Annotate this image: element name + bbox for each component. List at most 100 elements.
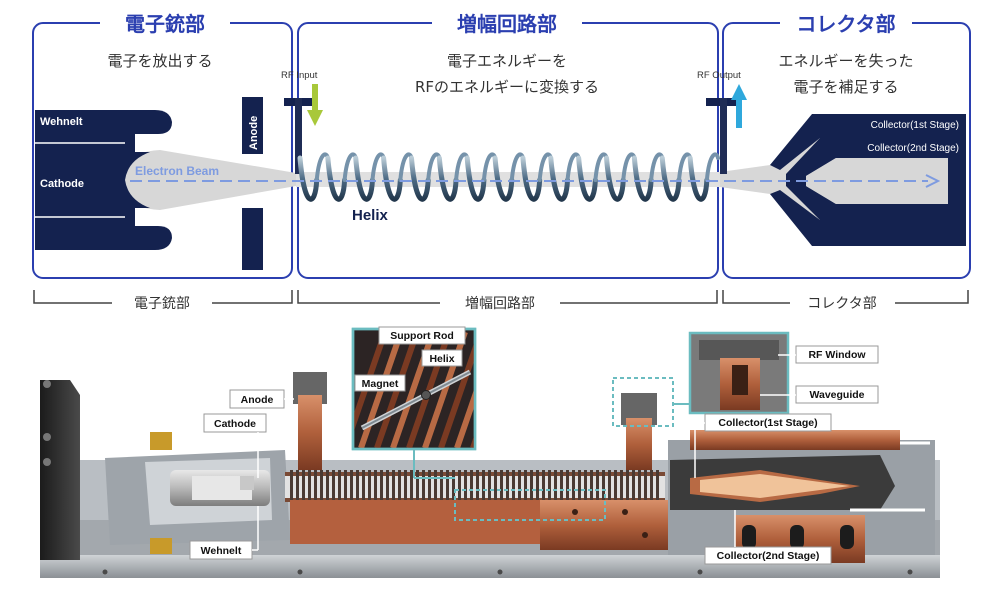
svg-text:Magnet: Magnet [362,378,399,390]
anode-upper [242,97,263,154]
magnet-rib [454,389,474,448]
rail-tick [524,470,527,500]
rail-tick [458,470,461,500]
rail-tick [650,470,653,500]
rf-output-coupler-post [720,98,727,174]
rf-input-coupler-post [295,98,302,174]
rail-tick [578,470,581,500]
helix-rail-ticks [290,470,659,500]
rail-tick [308,470,311,500]
rail-tick [440,470,443,500]
label-rf-input: RF Input [281,70,318,81]
rail-tick [584,470,587,500]
collector-section-title: コレクタ部 [796,12,895,36]
collector-1st-stage [770,114,966,170]
label-anode: Anode [248,116,260,150]
rail-tick [500,470,503,500]
rail-tick [386,470,389,500]
helix-turn [297,155,320,202]
rail-tick [368,470,371,500]
rail-tick [374,470,377,500]
rail-tick [566,470,569,500]
label-rf-output: RF Output [697,70,741,81]
svg-text:RF Window: RF Window [808,349,866,361]
rail-tick [452,470,455,500]
rail-tick [494,470,497,500]
bracket-row [33,290,969,304]
rail-tick [614,470,617,500]
helix-magnify-source [454,489,606,521]
helix-turn [353,155,375,202]
label-cathode: Cathode [40,178,84,190]
rail-tick [638,470,641,500]
photo-callout-waveguide: Waveguide [760,385,879,404]
rail-tick [626,470,629,500]
cathode-block [35,152,150,208]
photo-callout-helix: Helix [421,349,463,367]
photo-callout-rf-window: RF Window [778,345,879,364]
rail-tick [296,470,299,500]
rail-tick [392,470,395,500]
rail-tick [644,470,647,500]
rail-tick [380,470,383,500]
bracket-label-gun: 電子銃部 [134,296,190,312]
svg-text:Collector(2nd Stage): Collector(2nd Stage) [717,550,820,562]
helix-turn [492,155,515,202]
svg-text:Waveguide: Waveguide [809,389,864,401]
rail-tick [464,470,467,500]
rail-tick [326,470,329,500]
rail-tick [596,470,599,500]
rail-tick [536,470,539,500]
rail-tick [560,470,563,500]
helix-turn [464,155,487,202]
rail-tick [602,470,605,500]
rail-tick [632,470,635,500]
rail-tick [554,470,557,500]
rail-tick [302,470,305,500]
helix-turn [381,155,403,202]
collector-2nd-stage-inner [786,138,966,220]
interaction-section-desc-1: 電子エネルギーを [447,52,567,70]
rail-tick [332,470,335,500]
photo-callout-cathode: Cathode [203,413,267,478]
rail-tick [572,470,575,500]
rail-tick [482,470,485,500]
helix-turn [408,155,431,202]
bracket-label-interaction: 増幅回路部 [465,296,535,312]
helix-turn [548,155,571,202]
rail-tick [506,470,509,500]
gun-section-title: 電子銃部 [125,12,205,36]
rail-tick [410,470,413,500]
rail-tick [518,470,521,500]
rail-tick [512,470,515,500]
label-wehnelt: Wehnelt [40,116,83,128]
interaction-section-desc-2: RFのエネルギーに変換する [415,78,599,96]
svg-text:Anode: Anode [241,394,274,406]
svg-text:Collector(1st Stage): Collector(1st Stage) [718,417,817,429]
rail-tick [488,470,491,500]
photo-callout-support-rod: Support Rod [378,326,466,345]
helix-turn [631,155,654,202]
label-collector-2nd: Collector(2nd Stage) [867,143,959,154]
rail-tick [404,470,407,500]
rail-tick [620,470,623,500]
rf-input-arrow [307,84,323,126]
helix-turn-back [704,152,720,182]
collector-2nd-stage [770,190,966,246]
interaction-section-title: 増幅回路部 [457,12,557,36]
rail-tick [422,470,425,500]
gun-section-desc: 電子を放出する [107,52,212,70]
helix-turn [604,155,626,202]
svg-text:Cathode: Cathode [214,418,256,430]
helix-turn [687,155,710,202]
rf-output-arrow [731,84,747,128]
rail-tick [320,470,323,500]
rail-tick [290,470,293,500]
rail-tick [590,470,593,500]
helix-turn [659,155,682,202]
rail-tick [548,470,551,500]
photo-callout-anode: Anode [229,389,294,409]
rail-tick [542,470,545,500]
rail-tick [470,470,473,500]
